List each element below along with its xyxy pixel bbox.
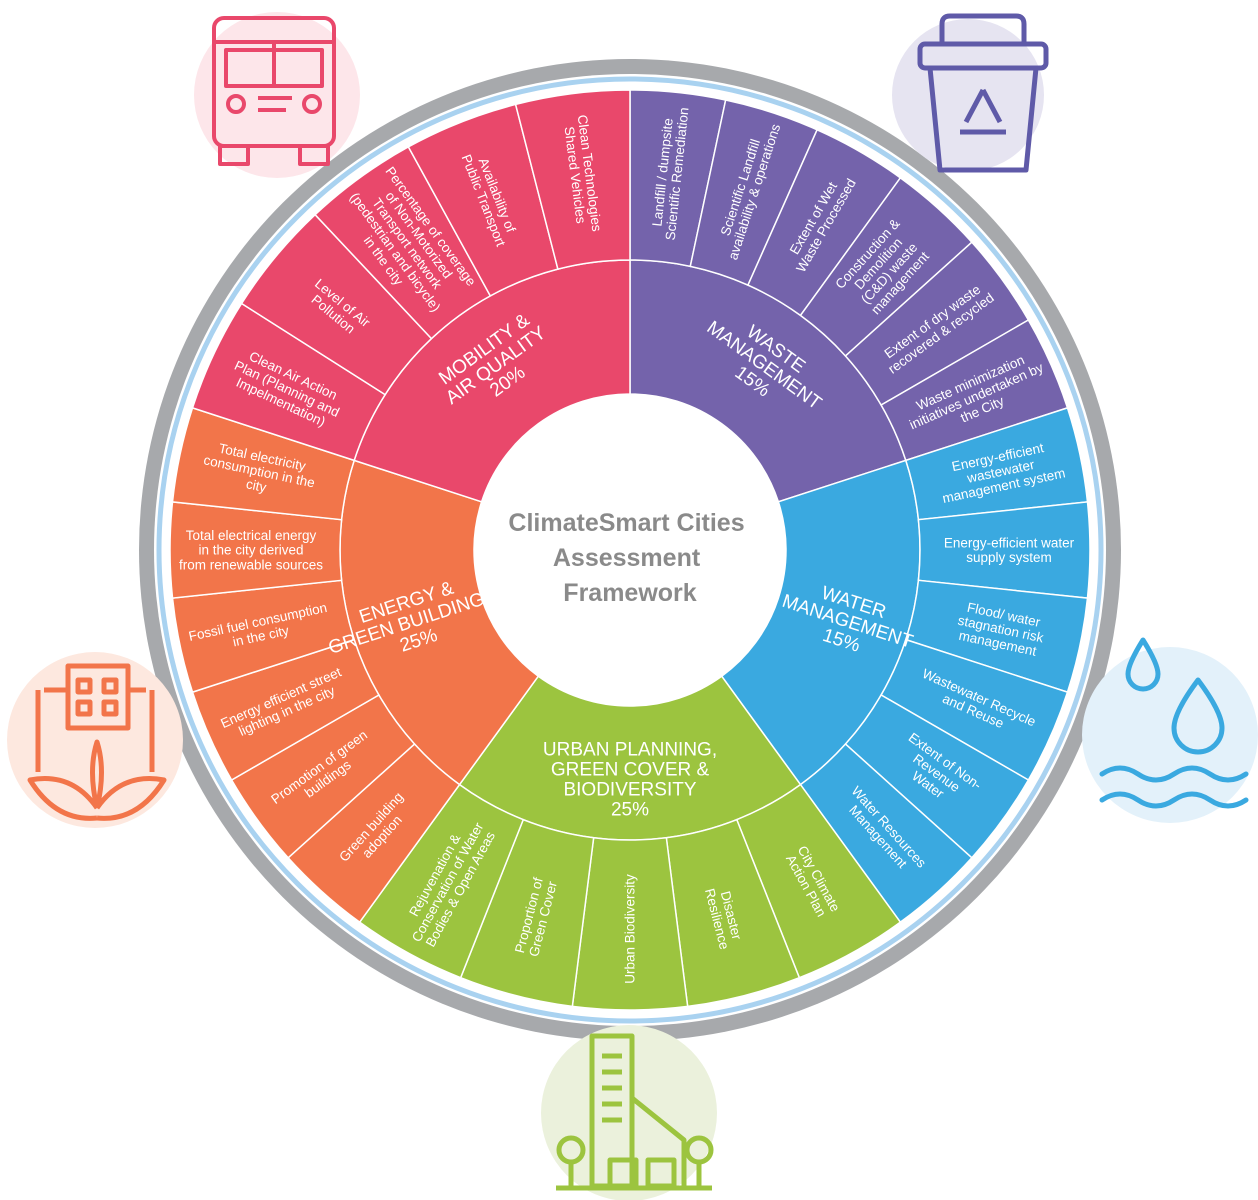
green-building-icon (541, 1025, 717, 1200)
sector-wedges (169, 89, 1091, 1011)
indicator-cell (514, 89, 631, 271)
label-line: Total electrical energy (186, 528, 317, 543)
center-title-line: Assessment (553, 544, 701, 572)
center-title-line: Framework (563, 579, 696, 607)
label-line: from renewable sources (179, 557, 323, 572)
bus-icon (194, 12, 360, 178)
label-line: 25% (611, 800, 649, 821)
center-hub: ClimateSmart Cities Assessment Framework (474, 394, 786, 706)
label-line: city (245, 476, 268, 495)
label-line: Energy-efficient water (944, 535, 1075, 550)
label-line: URBAN PLANNING, (543, 740, 717, 761)
center-title: ClimateSmart Cities Assessment Framework (508, 509, 751, 607)
label-line: GREEN COVER & (551, 760, 710, 781)
water-drops-icon (1082, 637, 1258, 823)
center-circle (474, 394, 786, 706)
indicator-label: Urban Biodiversity (623, 874, 638, 984)
sector-icons (7, 12, 1258, 1200)
building-leaves-icon (7, 652, 183, 828)
label-line: supply system (966, 550, 1052, 565)
label-line: in the city derived (198, 543, 303, 558)
outer-blue-ring (156, 76, 1104, 1024)
recycle-bin-icon (892, 13, 1049, 173)
label-line: Urban Biodiversity (623, 874, 638, 984)
center-title-line: ClimateSmart Cities (508, 509, 744, 537)
label-line: BIODIVERSITY (563, 780, 696, 801)
sector-name-urban: URBAN PLANNING,GREEN COVER &BIODIVERSITY… (543, 740, 717, 821)
